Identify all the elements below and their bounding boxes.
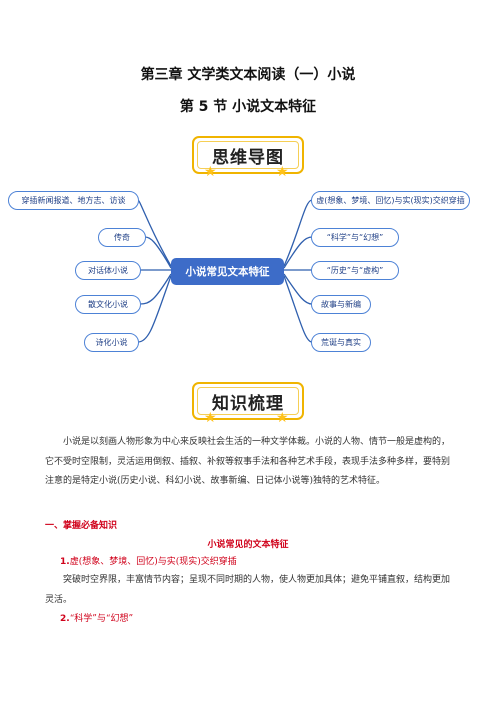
star-icon: ★	[204, 164, 217, 180]
mindmap-node-left: 传奇	[98, 228, 146, 247]
mindmap-node-left: 对话体小说	[75, 261, 141, 280]
list-item: 2.“科学”与“幻想”	[60, 611, 133, 624]
mindmap-node-left: 散文化小说	[75, 295, 141, 314]
mindmap-connectors	[137, 199, 313, 343]
item-description: 突破时空界限，丰富情节内容；呈现不同时期的人物，使人物更加具体；避免平铺直叙，结…	[45, 575, 451, 605]
mindmap-node-label: 虚(想象、梦境、回忆)与实(现实)交织穿插	[316, 196, 465, 205]
chapter-title: 第三章 文学类文本阅读（一）小说	[140, 67, 356, 83]
mindmap-node-label: 荒诞与真实	[321, 338, 361, 347]
knowledge-banner: 知识梳理	[192, 382, 304, 420]
subsection-heading: 小说常见的文本特征	[207, 540, 289, 550]
mindmap-node-right: 故事与新编	[311, 295, 371, 314]
mindmap-node-label: “科学”与“幻想”	[326, 233, 384, 242]
mindmap-node-left: 诗化小说	[84, 333, 139, 352]
mindmap-node-left: 穿插新闻报道、地方志、访谈	[8, 191, 139, 210]
mindmap-node-label: 散文化小说	[88, 300, 128, 309]
mindmap-center-node: 小说常见文本特征	[171, 258, 284, 285]
mindmap-node-right: 虚(想象、梦境、回忆)与实(现实)交织穿插	[311, 191, 470, 210]
item-text: “科学”与“幻想”	[69, 614, 134, 624]
mindmap-center-label: 小说常见文本特征	[185, 266, 270, 278]
section-heading: 一、掌握必备知识	[45, 521, 118, 531]
star-icon: ★	[276, 410, 289, 426]
mindmap-node-label: 诗化小说	[95, 338, 128, 347]
item-number: 2.	[60, 614, 70, 624]
mindmap-node-right: 荒诞与真实	[311, 333, 371, 352]
section-title: 第 5 节 小说文本特征	[179, 99, 317, 115]
mindmap-node-label: “历史”与“虚构”	[326, 266, 384, 275]
mindmap-banner: 思维导图	[192, 136, 304, 174]
mindmap-node-label: 传奇	[114, 233, 130, 242]
mindmap-banner-label: 思维导图	[212, 147, 284, 168]
item-text: 虚(想象、梦境、回忆)与实(现实)交织穿插	[69, 557, 237, 567]
item-number: 1.	[60, 557, 70, 567]
star-icon: ★	[204, 410, 217, 426]
knowledge-banner-label: 知识梳理	[212, 393, 284, 414]
list-item: 1.虚(想象、梦境、回忆)与实(现实)交织穿插	[60, 554, 237, 567]
star-icon: ★	[276, 164, 289, 180]
mindmap-node-right: “科学”与“幻想”	[311, 228, 399, 247]
mindmap-node-label: 故事与新编	[321, 300, 361, 309]
intro-paragraph: 小说是以刻画人物形象为中心来反映社会生活的一种文学体裁。小说的人物、情节一般是虚…	[45, 437, 451, 486]
mindmap-node-right: “历史”与“虚构”	[311, 261, 399, 280]
mindmap-node-label: 对话体小说	[88, 266, 128, 275]
mindmap-node-label: 穿插新闻报道、地方志、访谈	[21, 196, 126, 205]
